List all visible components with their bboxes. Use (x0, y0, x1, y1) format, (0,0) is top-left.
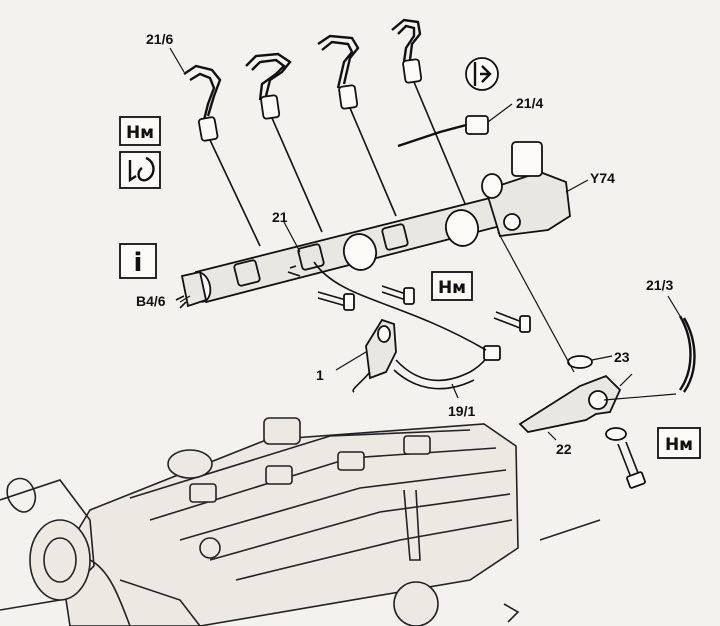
rail-bolts (287, 265, 531, 333)
label-y74: Y74 (590, 170, 615, 186)
part-labels: 21/6 21/4 Y74 21 B4/6 21/3 23 1 19/1 22 (136, 31, 673, 457)
label-21-6: 21/6 (146, 31, 173, 47)
label-21-3: 21/3 (646, 277, 673, 293)
engine-block (59, 417, 601, 626)
label-b4-6: B4/6 (136, 293, 166, 309)
label-22: 22 (556, 441, 572, 457)
svg-text:Нм: Нм (438, 278, 466, 298)
bolt-1 (317, 291, 355, 311)
torque-symbol-1: Нм (119, 116, 161, 146)
right-side-parts (497, 231, 696, 489)
label-21-4: 21/4 (516, 95, 543, 111)
connector-disconnect-icon (473, 62, 492, 86)
bracket-and-harness (313, 261, 501, 399)
injector-pipe-4 (391, 18, 467, 207)
injector-pipes (183, 18, 467, 247)
wrench-hook-icon (128, 156, 155, 183)
return-line-21-4 (397, 103, 513, 148)
fuel-rail (175, 194, 510, 309)
label-21: 21 (272, 209, 288, 225)
torque-symbol-3: Нм (657, 427, 701, 459)
torque-symbol-2: Нм (431, 271, 473, 301)
svg-text:i: i (134, 248, 143, 278)
label-1: 1 (316, 367, 324, 383)
svg-text:Нм: Нм (665, 435, 693, 455)
info-symbol: i (119, 243, 157, 279)
injector-pipe-3 (317, 34, 397, 217)
tool-symbol (119, 151, 161, 189)
disconnect-symbol (465, 57, 499, 91)
label-19-1: 19/1 (448, 403, 475, 419)
injector-pipe-2 (245, 52, 323, 233)
svg-text:Нм: Нм (126, 123, 154, 143)
leader-lines (169, 47, 681, 317)
bolt-2 (381, 285, 415, 305)
injector-pipe-1 (183, 64, 261, 247)
label-23: 23 (614, 349, 630, 365)
pressure-valve-y74 (481, 141, 589, 237)
engine-left-assembly (0, 477, 201, 626)
bolt-3 (493, 311, 531, 333)
